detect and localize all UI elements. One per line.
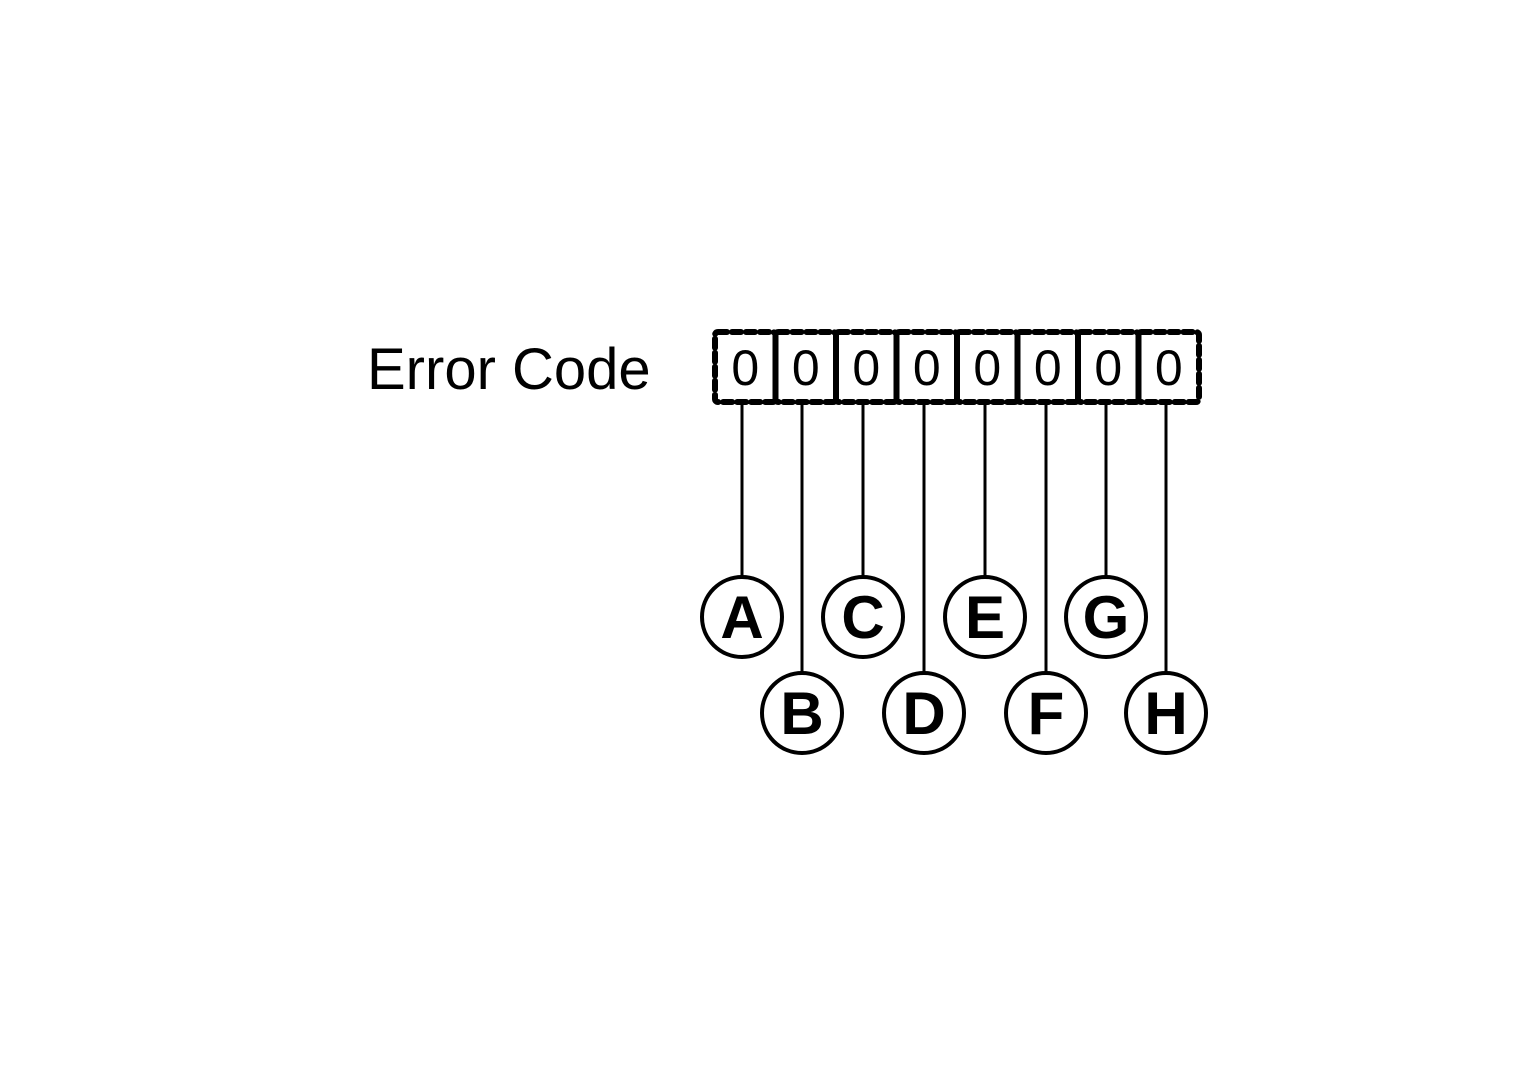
callout-circle [882, 671, 966, 755]
digit-value: 0 [1155, 340, 1183, 396]
callout-letter: F [1028, 680, 1065, 747]
callout-circle [1064, 575, 1148, 659]
digit-value: 0 [852, 340, 880, 396]
callout-letter: D [902, 680, 945, 747]
digit-value: 0 [913, 340, 941, 396]
callout-letter: B [780, 680, 823, 747]
callout-circle [1004, 671, 1088, 755]
digit-value: 0 [1094, 340, 1122, 396]
digit-value: 0 [1034, 340, 1062, 396]
callout-circle [700, 575, 784, 659]
callout-letter: E [965, 584, 1005, 651]
callout-circle [821, 575, 905, 659]
digit-value: 0 [973, 340, 1001, 396]
leader-lines [740, 402, 1168, 673]
callout-circle [1124, 671, 1208, 755]
digit-value: 0 [792, 340, 820, 396]
digit-box [1135, 329, 1202, 405]
callout-letter: H [1144, 680, 1187, 747]
error-code-label: Error Code [367, 337, 651, 402]
callout-letter: C [841, 584, 884, 651]
callout-letter: A [720, 584, 763, 651]
callout-letter: G [1083, 584, 1130, 651]
callout-circle [943, 575, 1027, 659]
callout-circle [760, 671, 844, 755]
digit-value: 0 [731, 340, 759, 396]
